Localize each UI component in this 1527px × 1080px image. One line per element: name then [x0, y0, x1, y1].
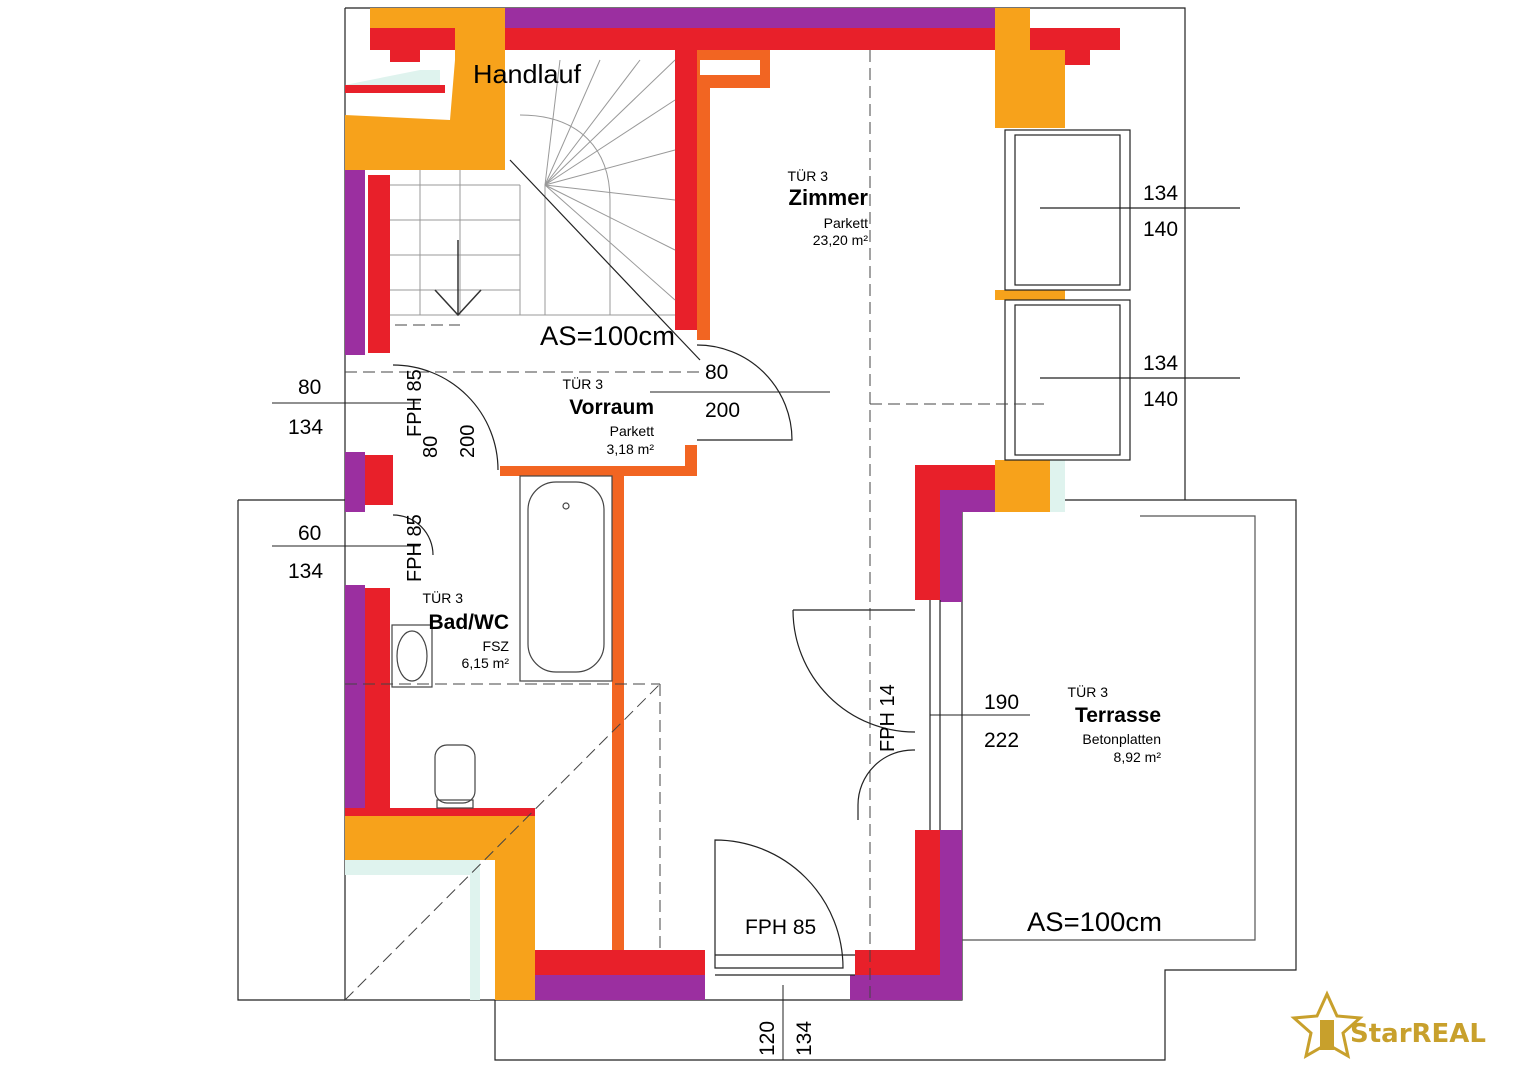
bad-door: TÜR 3	[423, 589, 464, 606]
vorraum-door-height: 200	[705, 399, 740, 422]
win1-height: 140	[1143, 218, 1178, 241]
interior-walls	[500, 445, 697, 951]
bottom-left-corner	[345, 808, 535, 1000]
left-wall	[345, 170, 393, 810]
left-win1-width: 80	[298, 376, 321, 399]
bathtub	[519, 475, 613, 682]
win2-width: 134	[1143, 352, 1178, 375]
right-windows	[1004, 129, 1240, 461]
bottom-width: 120	[756, 1021, 779, 1056]
zimmer-area: 23,20 m²	[813, 232, 869, 248]
zimmer-floor: Parkett	[824, 215, 868, 231]
starreal-logo: StarREAL	[1290, 990, 1486, 1059]
terrasse-area: 8,92 m²	[1114, 749, 1162, 765]
bad-area: 6,15 m²	[462, 655, 510, 671]
terrace-railing-height: AS=100cm	[1027, 907, 1162, 937]
washbasin	[391, 624, 433, 688]
bottom-height: 134	[793, 1021, 816, 1056]
stair-railing-height: AS=100cm	[540, 321, 675, 351]
label-terrasse: TÜR 3 Terrasse Betonplatten 8,92 m²	[1068, 683, 1162, 765]
left-win2-width: 60	[298, 522, 321, 545]
flue	[697, 50, 770, 340]
terrasse-door: TÜR 3	[1068, 683, 1109, 700]
left-win1-height: 134	[288, 416, 323, 439]
label-vorraum: TÜR 3 Vorraum Parkett 3,18 m²	[563, 375, 655, 457]
building-icon	[1320, 1020, 1334, 1050]
terrasse-name: Terrasse	[1075, 704, 1161, 727]
terrace-wall	[915, 290, 1065, 602]
dimension-lines	[272, 391, 1030, 1060]
win1-width: 134	[1143, 182, 1178, 205]
bad-door-width: 80	[420, 436, 442, 458]
left-win2-height: 134	[288, 560, 323, 583]
terrasse-floor: Betonplatten	[1082, 731, 1161, 747]
stair-corner	[345, 8, 505, 170]
zimmer-name: Zimmer	[789, 185, 869, 210]
toilet	[434, 744, 476, 809]
stair-arrow	[434, 159, 701, 361]
vorraum-name: Vorraum	[569, 396, 654, 419]
vorraum-door: TÜR 3	[563, 375, 604, 392]
vorraum-area: 3,18 m²	[607, 441, 655, 457]
handlauf-label: Handlauf	[473, 59, 582, 89]
zimmer-door: TÜR 3	[788, 167, 829, 184]
dashed-lines	[344, 50, 1050, 1001]
vorraum-floor: Parkett	[610, 423, 654, 439]
doors	[392, 344, 941, 976]
label-bad: TÜR 3 Bad/WC FSZ 6,15 m²	[423, 589, 510, 671]
fph-top-label: FPH 85	[404, 369, 426, 437]
label-zimmer: TÜR 3 Zimmer Parkett 23,20 m²	[788, 167, 869, 248]
terrace-door-height: 222	[984, 729, 1019, 752]
fph14-label: FPH 14	[877, 684, 899, 752]
staircase	[390, 59, 676, 316]
bad-floor: FSZ	[483, 638, 510, 654]
win2-height: 140	[1143, 388, 1178, 411]
fph-mid-label: FPH 85	[404, 514, 426, 582]
terrace-door-width: 190	[984, 691, 1019, 714]
bad-name: Bad/WC	[429, 611, 510, 634]
flue-inner	[700, 60, 760, 75]
stair-wall	[675, 30, 697, 330]
top-wall	[370, 8, 1120, 128]
vorraum-door-width: 80	[705, 361, 728, 384]
fph-bottom-label: FPH 85	[745, 916, 816, 939]
logo-text: StarREAL	[1350, 1019, 1486, 1049]
bottom-wall	[535, 830, 962, 1000]
bad-door-height: 200	[457, 425, 479, 458]
